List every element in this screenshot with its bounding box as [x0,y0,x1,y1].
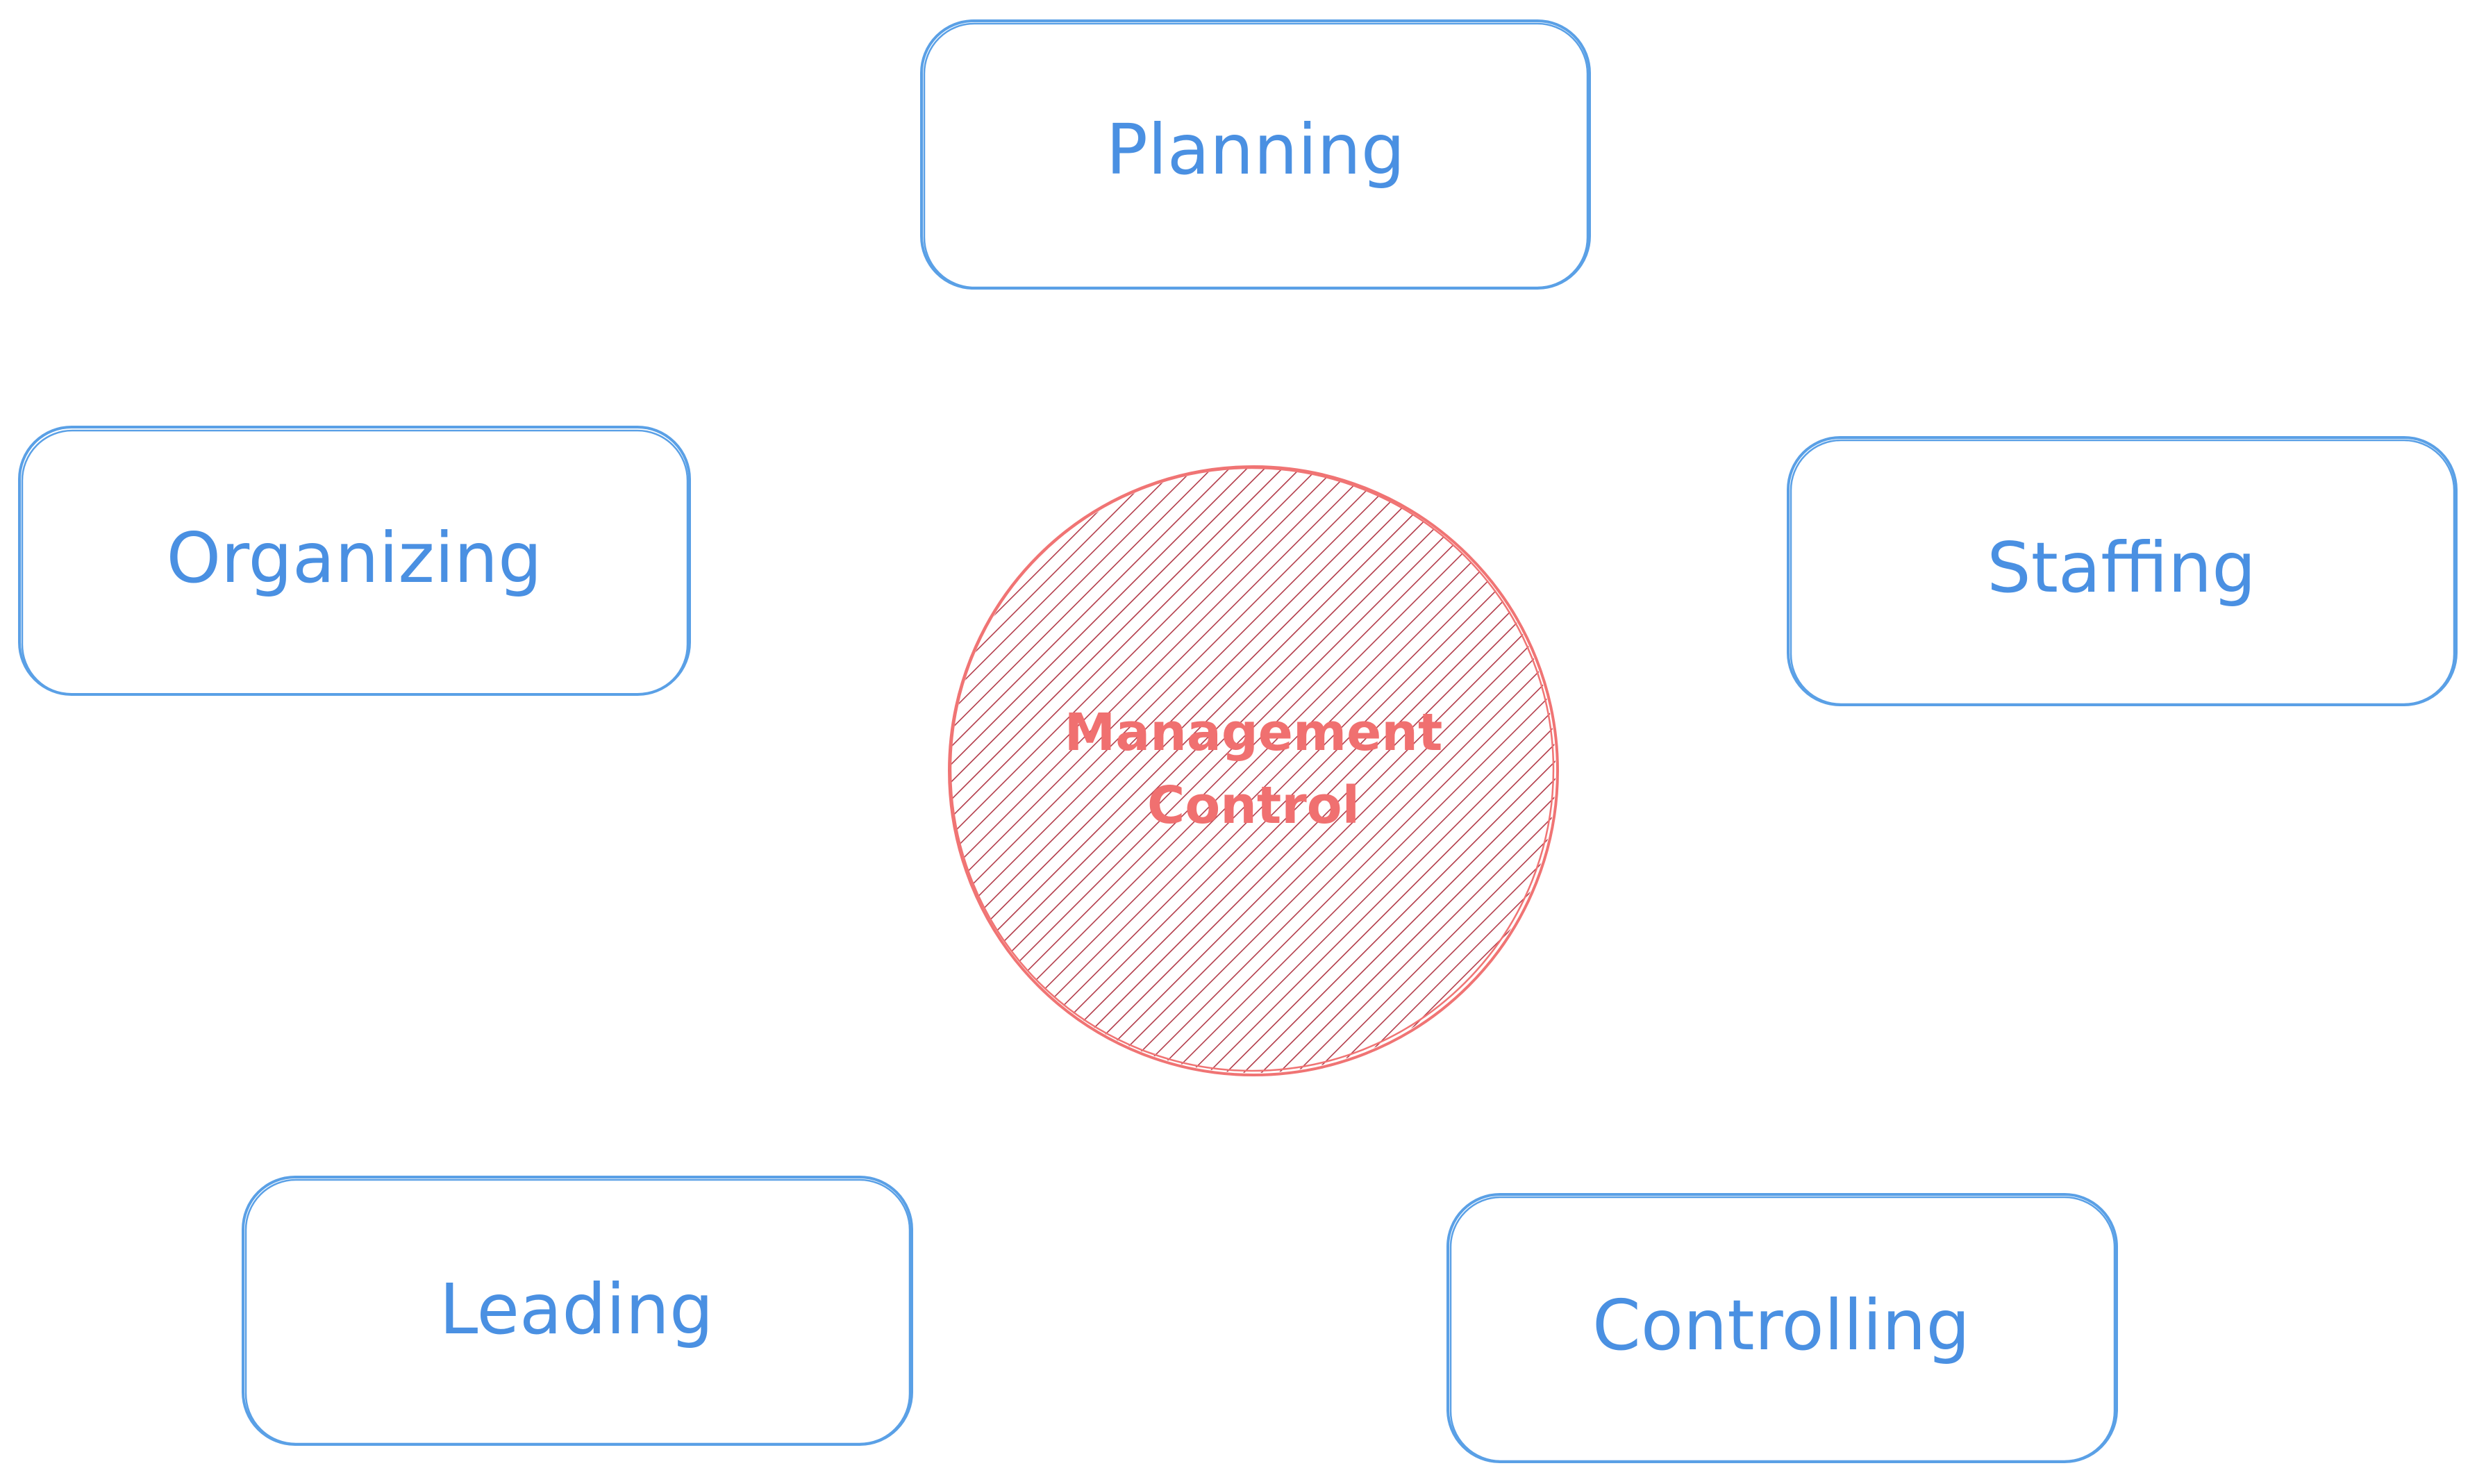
circle-hatch-fill [951,469,1556,1073]
node-controlling-label: Controlling [1592,1285,1970,1366]
node-leading: Leading [242,1176,913,1446]
node-planning-box-sketch [923,22,1589,289]
circle-outline-sketch [949,467,1555,1072]
node-organizing-box-sketch [21,429,689,696]
node-controlling: Controlling [1446,1193,2118,1463]
node-staffing-box-sketch [1790,439,2455,706]
node-organizing-label: Organizing [166,517,542,599]
circle-outline [948,465,1559,1076]
node-leading-box-sketch [244,1178,911,1445]
node-staffing-label: Staffing [1987,527,2256,608]
node-planning: Planning [920,19,1591,290]
node-controlling-box-sketch [1449,1196,2116,1462]
node-leading-label: Leading [440,1269,714,1350]
center-label-line-2: Control [1147,776,1360,835]
node-organizing: Organizing [18,426,691,696]
node-planning-label: Planning [1106,109,1406,190]
center-label-line-1: Management [1065,703,1443,762]
node-staffing: Staffing [1787,436,2458,706]
management-control-circle: Management Control [948,465,1559,1076]
